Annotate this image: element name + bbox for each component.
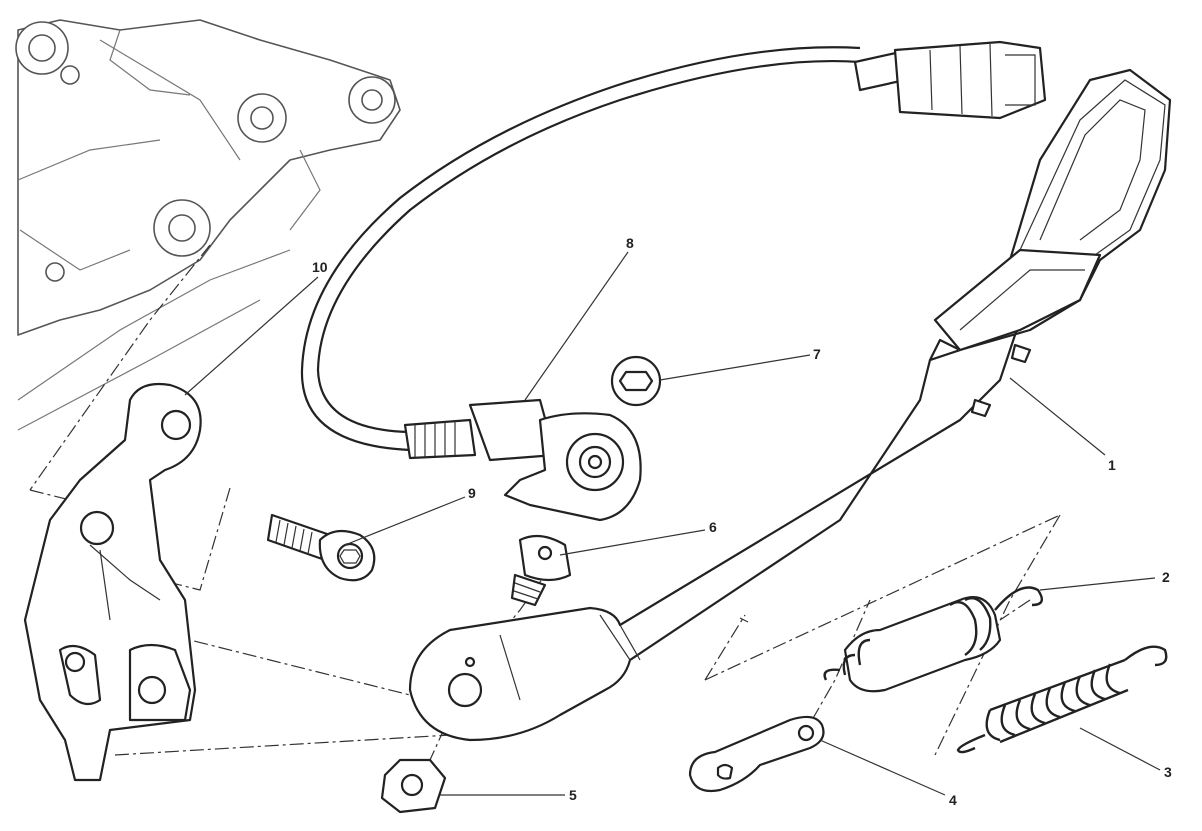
screw — [266, 513, 376, 582]
pivot-bolt — [510, 534, 572, 607]
engine-casing — [15, 19, 401, 431]
side-stand-switch — [300, 40, 1047, 522]
spring-plate — [688, 715, 825, 793]
mounting-bracket — [23, 382, 202, 782]
callout-4: 4 — [949, 792, 957, 808]
assembly-lines — [29, 244, 1061, 761]
outer-spring — [956, 645, 1168, 754]
callout-9: 9 — [468, 485, 476, 501]
callout-8: 8 — [626, 235, 634, 251]
inner-spring — [823, 586, 1044, 693]
callout-2: 2 — [1162, 569, 1170, 585]
callout-10: 10 — [312, 259, 328, 275]
callout-3: 3 — [1164, 764, 1172, 780]
callout-1: 1 — [1108, 457, 1116, 473]
leader-lines — [184, 251, 1161, 796]
side-stand — [408, 68, 1172, 742]
callout-6: 6 — [709, 519, 717, 535]
nut — [380, 758, 447, 814]
washer — [610, 355, 662, 407]
callout-7: 7 — [813, 346, 821, 362]
callout-5: 5 — [569, 787, 577, 803]
callout-labels: 1 2 3 4 5 6 7 8 9 10 — [312, 235, 1172, 808]
